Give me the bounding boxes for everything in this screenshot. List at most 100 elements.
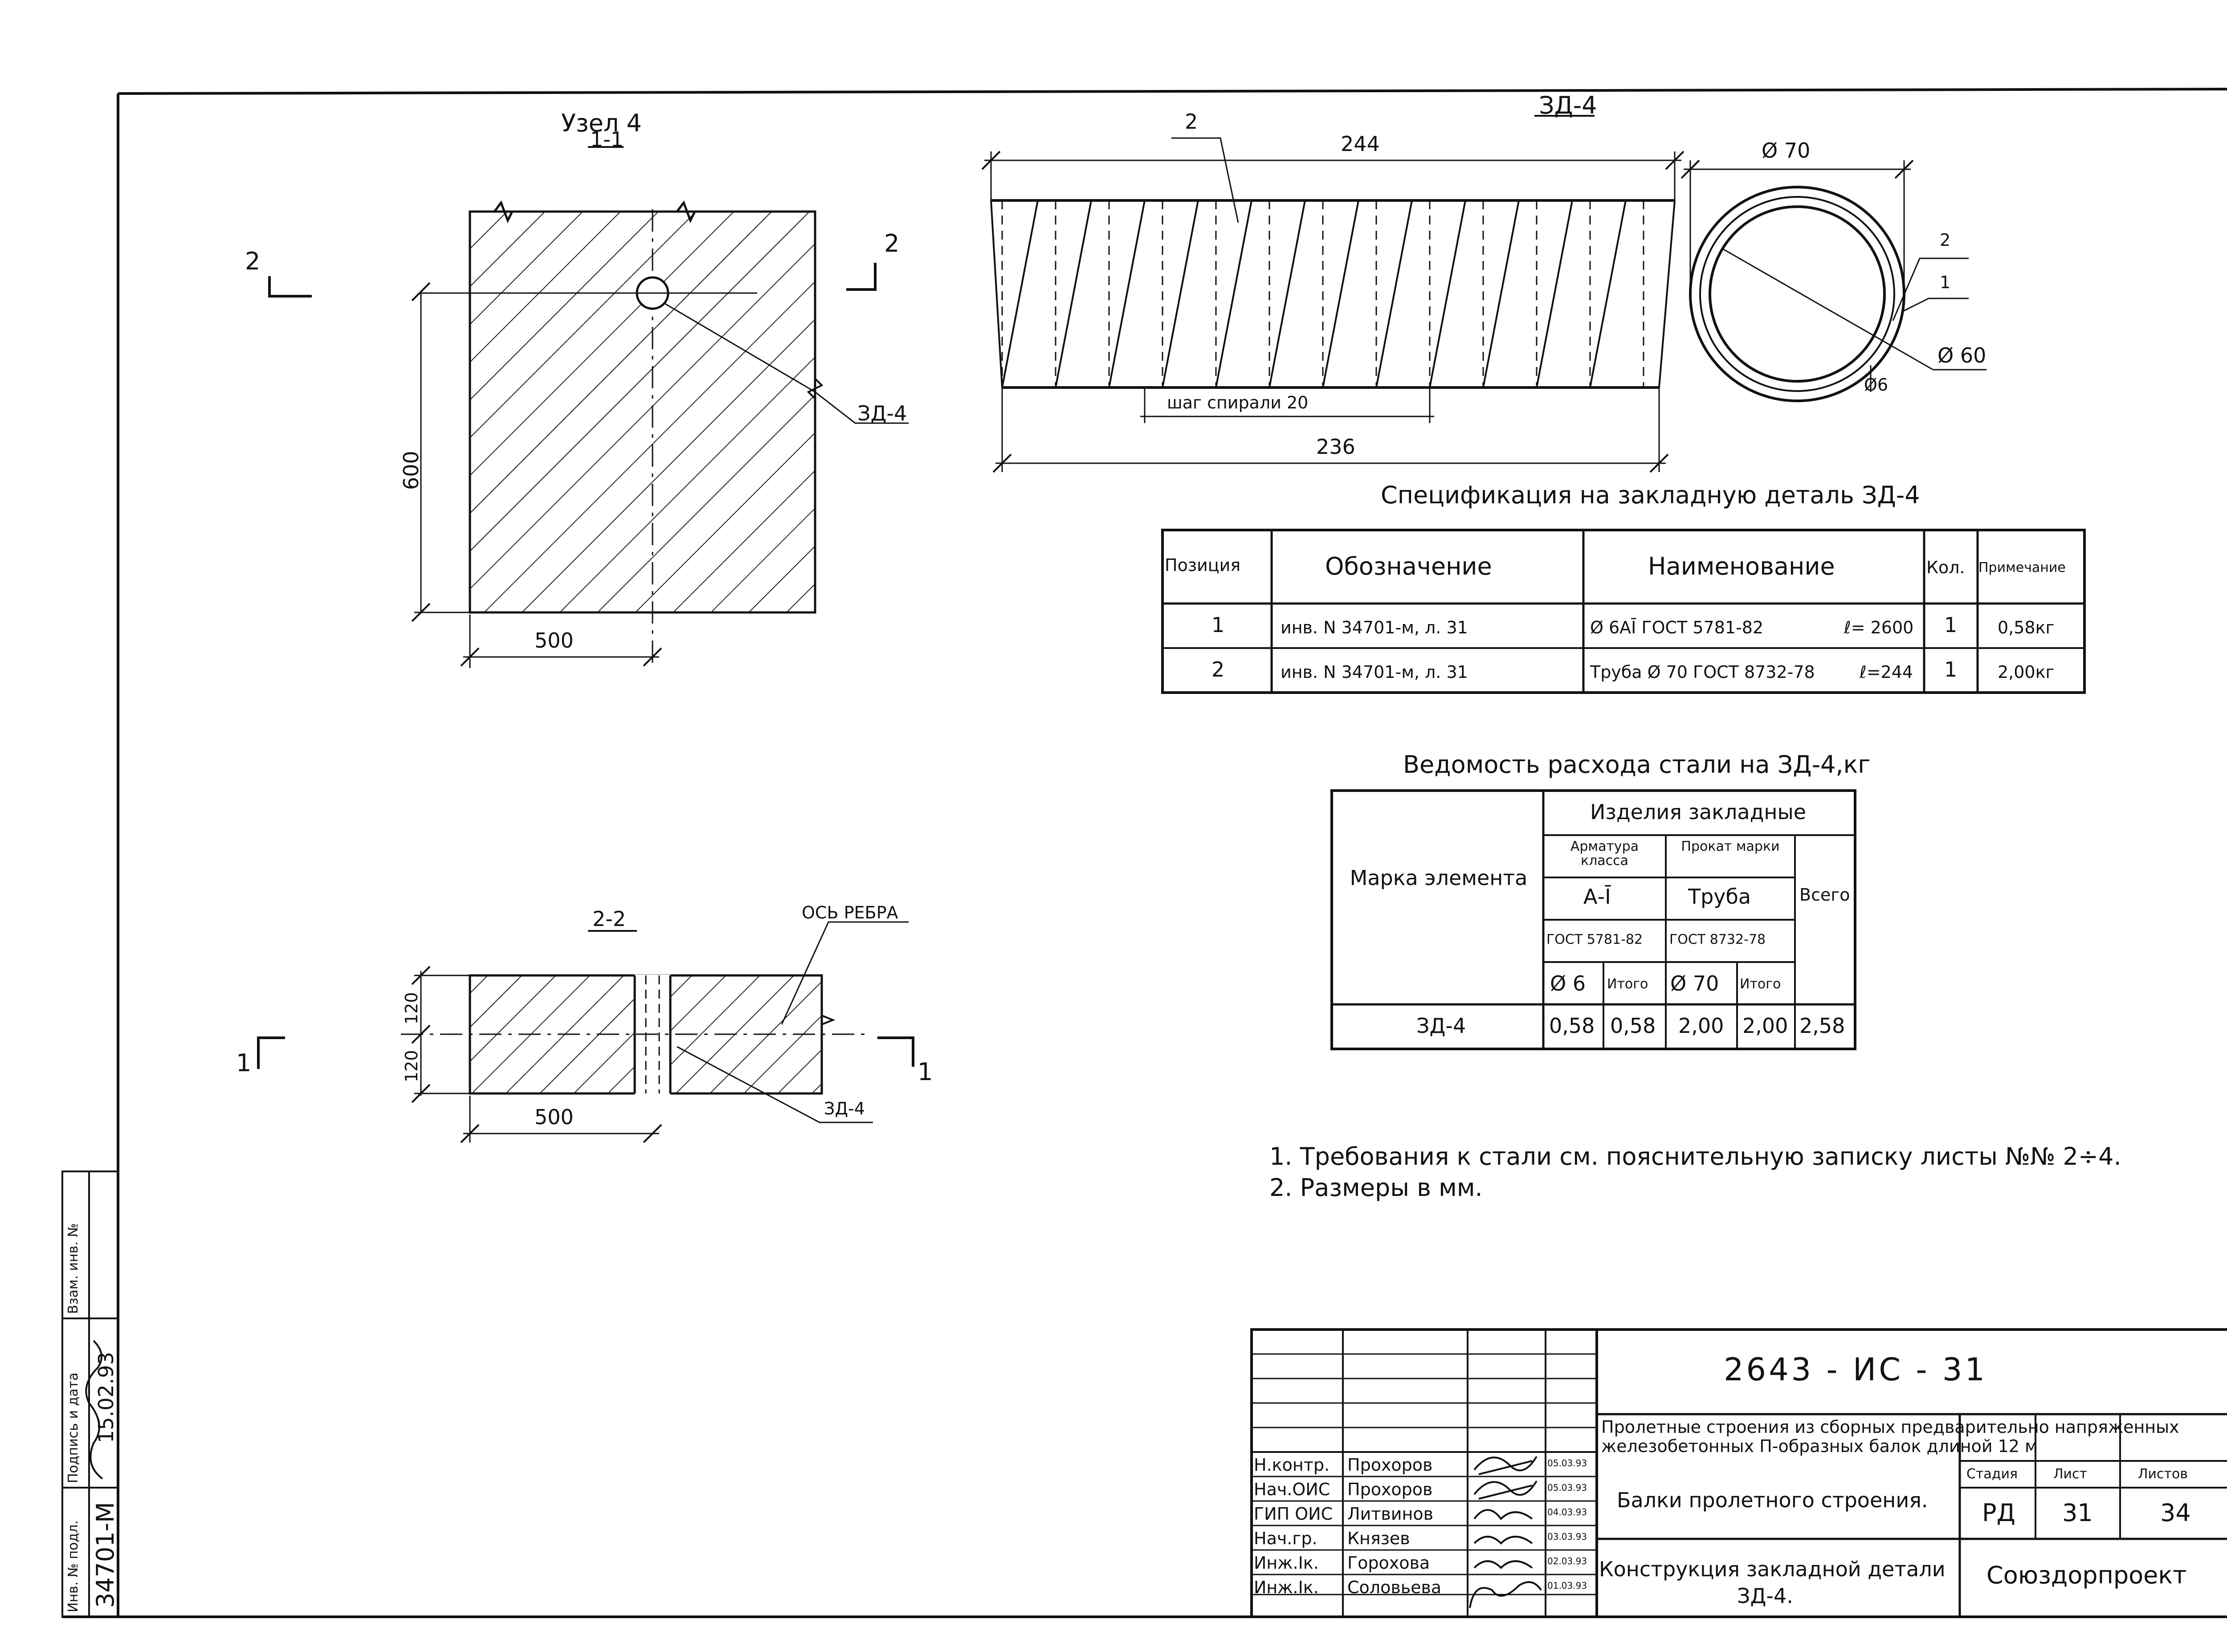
cut-mark-1-left: 1 [236,1049,252,1077]
spec-title: Спецификация на закладную деталь ЗД-4 [1381,481,1920,509]
spiral-pitch-label: шаг спирали 20 [1167,393,1309,412]
date-6: 01.03.93 [1547,1580,1587,1591]
end-view-label-1: 1 [1940,273,1951,292]
object-name: Балки пролетного строения. [1617,1488,1928,1512]
dia60-label: Ø 60 [1937,343,1986,367]
drawing-title-2: ЗД-4. [1737,1584,1793,1608]
section-2-2-label: 2-2 [592,907,626,931]
name-1: Прохоров [1347,1455,1433,1475]
sidebar-signature [85,1340,103,1480]
dim-236: 236 [1316,435,1355,459]
date-3: 04.03.93 [1547,1507,1587,1517]
stage-value: РД [1982,1499,2015,1527]
steel-row-d6: 0,58 [1549,1014,1595,1038]
steel-total-header: Всего [1799,885,1850,905]
steel-row-total2: 2,00 [1742,1014,1788,1038]
section-1-1 [268,146,909,668]
name-2: Прохоров [1347,1480,1433,1499]
sidebar-sign-value: 15.02.93 [94,1352,118,1443]
dim-500-top: 500 [534,628,574,653]
role-2: Нач.ОИС [1254,1480,1330,1499]
name-3: Литвинов [1347,1504,1433,1524]
spec-row2-length: ℓ=244 [1860,662,1913,682]
name-5: Горохова [1347,1553,1430,1573]
part-ref-label-bottom: ЗД-4 [824,1099,865,1118]
note-2: 2. Размеры в мм. [1269,1174,1483,1202]
date-5: 02.03.93 [1547,1556,1587,1566]
spec-row1-length: ℓ= 2600 [1844,618,1914,637]
cut-mark-2-left: 2 [245,247,261,275]
steel-table-grid [1330,789,1856,1050]
steel-sub-d6: Ø 6 [1550,971,1586,995]
section-2-2 [257,921,914,1143]
dia6-label: Ø6 [1864,375,1888,395]
spec-row1-designation: инв. N 34701-м, л. 31 [1281,618,1468,637]
dim-120-top: 120 [402,992,421,1024]
stage-label: Стадия [1966,1466,2018,1482]
rib-axis-label: ОСЬ РЕБРА [802,903,898,922]
spec-header-designation: Обозначение [1325,552,1492,580]
role-4: Нач.гр. [1254,1529,1317,1548]
side-stamp [61,1171,119,1618]
dim-120-bottom: 120 [402,1050,421,1082]
steel-arm-header: Арматура класса [1570,839,1639,869]
steel-prokat-header: Прокат марки [1681,839,1780,854]
spec-table-grid [1161,529,2086,694]
project-line-2: железобетонных П-образных балок длиной 1… [1601,1436,2038,1456]
signatures [1469,1456,1542,1608]
steel-gost1: ГОСТ 5781-82 [1546,932,1643,947]
dim-500-bottom: 500 [534,1105,574,1129]
steel-row-total: 2,58 [1799,1014,1845,1038]
steel-mark-header: Марка элемента [1350,866,1528,890]
steel-gost2: ГОСТ 8732-78 [1669,932,1766,947]
steel-prokat-mark: Труба [1688,885,1751,909]
steel-sub-total1: Итого [1607,976,1648,992]
detail-title: ЗД-4 [1539,91,1597,119]
organization: Союздорпроект [1986,1561,2187,1589]
spec-row2-note: 2,00кг [1998,662,2055,682]
role-5: Инж.Iк. [1254,1553,1319,1573]
end-view-label-2: 2 [1940,230,1951,250]
section-1-1-label: 1-1 [590,127,624,151]
steel-title: Ведомость расхода стали на ЗД-4,кг [1403,751,1871,779]
date-2: 05.03.93 [1547,1482,1587,1493]
spec-header-note: Примечание [1978,560,2066,575]
name-4: Князев [1347,1529,1410,1548]
cut-mark-1-right: 1 [918,1058,933,1086]
cut-mark-2-right: 2 [884,229,900,257]
steel-sub-d70: Ø 70 [1670,971,1719,995]
sheet-value: 31 [2062,1499,2093,1527]
sidebar-sign-label: Подпись и дата [65,1372,81,1484]
sidebar-inv-value: 34701-М [91,1502,119,1608]
tube-side-view [981,115,1685,473]
spec-row1-name: Ø 6АĪ ГОСТ 5781-82 [1590,618,1764,637]
spec-header-position: Позиция [1165,555,1241,575]
spec-row2-designation: инв. N 34701-м, л. 31 [1281,662,1468,682]
position-2-label: 2 [1185,110,1198,134]
sidebar-inv-label: Инв. № подл. [65,1520,81,1612]
dim-244: 244 [1341,132,1380,156]
spec-row1-pos: 1 [1211,613,1225,637]
tube-end-view [1680,159,1986,402]
spec-row2-qty: 1 [1944,657,1958,681]
sheet-label: Лист [2053,1466,2088,1482]
role-1: Н.контр. [1254,1455,1330,1475]
sheets-value: 34 [2160,1499,2191,1527]
date-4: 03.03.93 [1547,1531,1587,1542]
note-1: 1. Требования к стали см. пояснительную … [1269,1142,2121,1171]
title-block-grid [1250,1328,2227,1618]
sidebar-vzam-label: Взам. инв. № [65,1223,81,1314]
date-1: 05.03.93 [1547,1458,1587,1468]
dia70-label: Ø 70 [1762,139,1811,163]
role-3: ГИП ОИС [1254,1504,1333,1524]
spec-row1-qty: 1 [1944,613,1958,637]
sheets-label: Листов [2138,1466,2188,1482]
steel-group-header: Изделия закладные [1590,800,1807,824]
spec-row1-note: 0,58кг [1998,618,2055,637]
part-ref-label-top: ЗД-4 [857,401,907,425]
spec-row2-name: Труба Ø 70 ГОСТ 8732-78 [1590,662,1815,682]
role-6: Инж.Iк. [1254,1578,1319,1597]
spec-header-name: Наименование [1648,552,1835,580]
name-6: Соловьева [1347,1578,1442,1597]
